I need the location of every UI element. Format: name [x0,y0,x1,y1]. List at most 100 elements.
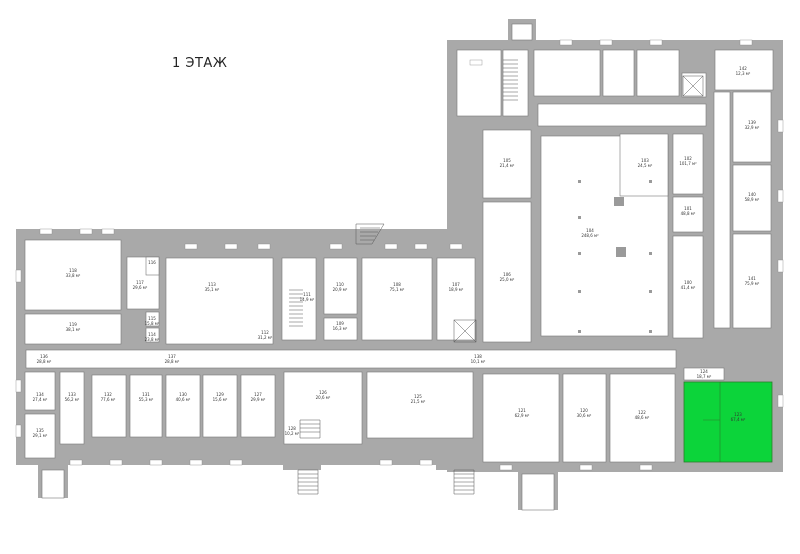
highlighted-room [683,381,773,463]
room-shape [323,317,358,341]
stair-porch-right [453,469,475,495]
stairs [289,59,704,495]
room-shape [511,23,533,41]
rooms [24,23,774,511]
room-shape [202,374,238,438]
room-shape [24,371,56,411]
room-shape [240,374,276,438]
room-shape [482,129,532,199]
room-shape [502,49,529,117]
room-shape [609,373,676,463]
room-shape [672,133,704,195]
room-shape [482,373,560,463]
room-shape [323,257,358,315]
stair-hall-left [281,257,317,341]
room-shape [165,374,201,438]
room-shape [59,371,85,445]
room-shape [562,373,607,463]
room-shape [91,374,127,438]
room-shape [683,367,725,381]
room-shape [283,371,363,445]
room-shape [165,257,274,345]
room-shape [732,91,772,163]
corridor-north [537,103,707,127]
room-shape [672,235,704,339]
room-shape [672,196,704,233]
stair-south-room [299,419,321,439]
stair-porch-left [297,469,319,495]
lift-box [453,75,704,343]
room-shape [129,374,163,438]
room-shape [24,313,122,345]
room-label-116: 116 [148,260,156,265]
columns [578,180,652,333]
room-shape [732,164,772,232]
room-shape [436,257,476,341]
stair-west-hall [289,289,303,327]
room-shape [145,256,160,276]
room-shape [636,49,680,97]
room-shape [619,133,669,197]
stair-north [503,59,518,101]
room-shape [361,257,433,341]
corridor-main [25,349,677,369]
room-shape [145,327,160,343]
room-shape [145,311,160,327]
porch-right-wall [436,444,476,470]
porch-mid-wall [283,444,321,470]
room-shape [366,371,474,439]
corridor-east [713,91,731,329]
windows [15,39,784,471]
room-shape [602,49,635,97]
room-shape [521,473,555,511]
room-shape [533,49,601,97]
room-shape [41,469,65,499]
room-shape [732,233,772,329]
stair-outside-top [355,223,385,245]
room-shape [126,256,160,310]
room-shape [24,413,56,459]
room-shape [714,49,774,91]
